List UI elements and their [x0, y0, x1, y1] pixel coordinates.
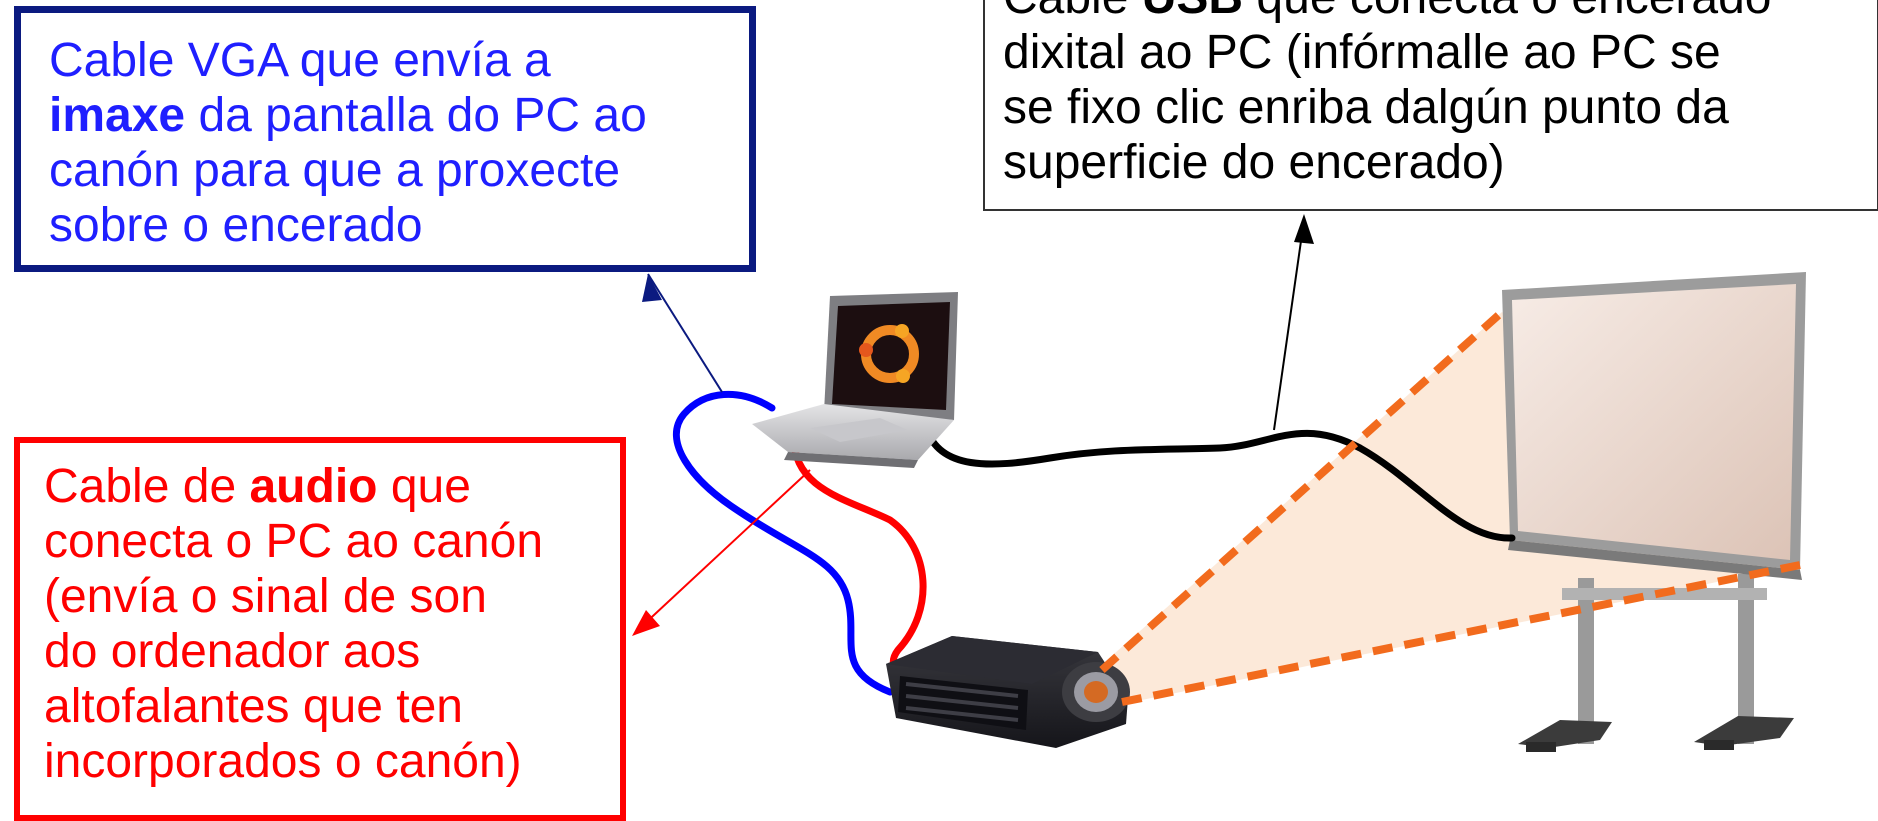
usb-pointer-line	[1273, 219, 1305, 431]
vga-pointer-line	[647, 273, 723, 393]
audio-callout-line-5: altofalantes que ten	[44, 680, 463, 733]
audio-callout-line-4: do ordenador aos	[44, 625, 421, 678]
audio-callout-line-1: Cable de audio que	[44, 459, 620, 514]
usb-callout-line-2: dixital ao PC (infórmalle ao PC se	[1003, 26, 1721, 79]
vga-cable	[672, 390, 894, 696]
usb-pointer-arrowhead	[1294, 214, 1314, 244]
vga-callout-line-3: canón para que a proxecte	[49, 144, 621, 197]
vga-callout-bold: imaxe	[49, 89, 186, 142]
audio-callout-line-2: conecta o PC ao canón	[44, 515, 544, 568]
usb-cable-callout: Cable USB que conecta o encerado dixital…	[983, 0, 1878, 211]
audio-callout-line-3: (envía o sinal de son	[44, 570, 487, 623]
usb-callout-bold: USB	[1142, 0, 1243, 24]
vga-callout-line-4: sobre o encerado	[49, 199, 423, 252]
vga-callout-line-2-rest: da pantalla do PC ao	[185, 89, 647, 142]
usb-callout-line-3: se fixo clic enriba dalgún punto da	[1003, 81, 1729, 134]
audio-cable-callout: Cable de audio que conecta o PC ao canón…	[14, 437, 626, 821]
projection-edge-bottom	[1121, 561, 1801, 706]
projection-edge-top	[1099, 309, 1505, 673]
audio-cable	[790, 432, 927, 674]
audio-callout-line-1-b: que	[377, 460, 471, 513]
audio-pointer-line	[639, 469, 811, 629]
projection-beam	[1098, 312, 1800, 704]
audio-callout-line-6: incorporados o canón)	[44, 735, 522, 788]
audio-callout-bold: audio	[249, 460, 378, 513]
audio-pointer-arrowhead	[632, 610, 660, 636]
usb-callout-line-1: Cable USB que conecta o encerado	[1003, 0, 1877, 25]
vga-callout-line-2: imaxe da pantalla do PC ao	[49, 88, 749, 143]
vga-cable-callout: Cable VGA que envía a imaxe da pantalla …	[14, 6, 756, 272]
usb-cable	[922, 424, 1516, 542]
usb-callout-line-1-b: que conecta o encerado	[1243, 0, 1771, 24]
laptop-icon	[752, 292, 958, 468]
vga-pointer-arrowhead	[642, 274, 662, 302]
vga-callout-line-1: Cable VGA que envía a	[49, 34, 551, 87]
audio-callout-line-1-a: Cable de	[44, 460, 250, 513]
projector-icon	[886, 636, 1130, 748]
usb-callout-line-4: superficie do encerado)	[1003, 136, 1505, 189]
whiteboard-icon	[1502, 272, 1806, 752]
usb-callout-line-1-a: Cable	[1003, 0, 1142, 24]
